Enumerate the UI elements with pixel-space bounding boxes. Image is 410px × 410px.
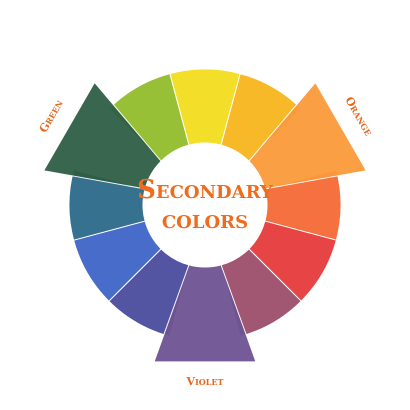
center-title-line2: colors [162,205,248,235]
center-title-line1: Secondary [137,175,274,205]
center-disc [143,143,267,267]
label-violet: Violet [186,375,224,388]
label-orange: Orange [342,95,375,138]
wheel-segments [42,68,368,363]
label-green: Green [37,98,66,135]
